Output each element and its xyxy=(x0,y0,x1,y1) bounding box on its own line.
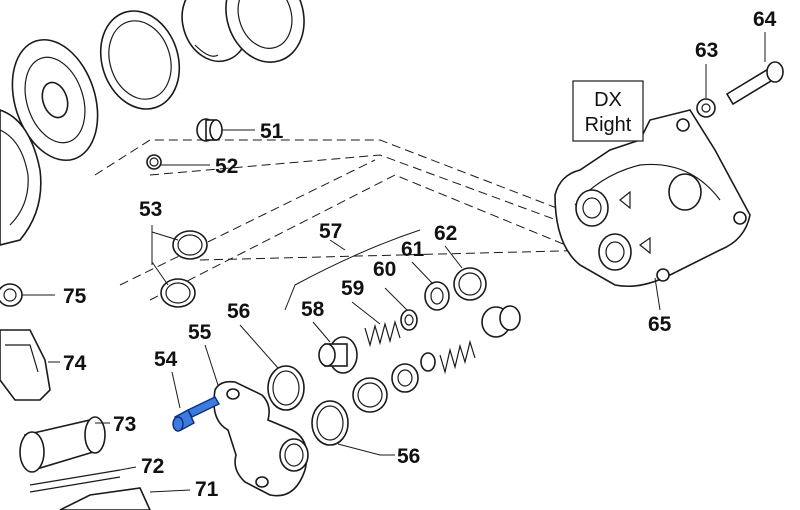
part-52-oring xyxy=(146,154,210,170)
part-54-screw xyxy=(171,371,220,432)
callout-75: 75 xyxy=(63,285,87,308)
part-63-washer xyxy=(696,64,716,118)
part-61-seat xyxy=(411,261,450,311)
callout-63: 63 xyxy=(695,39,718,62)
orientation-line-2: Right xyxy=(585,114,632,136)
part-71 xyxy=(59,487,191,510)
callout-73: 73 xyxy=(113,413,136,436)
callout-62: 62 xyxy=(434,222,457,245)
part-64-bolt xyxy=(725,32,784,106)
callout-74: 74 xyxy=(63,352,87,375)
callout-51: 51 xyxy=(260,120,284,143)
callout-55: 55 xyxy=(188,321,212,344)
callout-53: 53 xyxy=(139,198,162,221)
bearing-assembly xyxy=(11,0,305,162)
callout-labels: 51 52 53 54 55 56 56 57 58 59 60 61 62 6… xyxy=(63,8,777,501)
pump-housing-left xyxy=(0,109,42,246)
callout-65: 65 xyxy=(648,313,672,336)
part-73-cylinder xyxy=(19,416,110,473)
part-72 xyxy=(29,466,137,493)
orientation-box: DX Right xyxy=(572,80,644,142)
valve-stack-lower xyxy=(352,305,521,413)
callout-54: 54 xyxy=(154,348,178,371)
callout-71: 71 xyxy=(195,478,219,501)
assembly-dashed-lines xyxy=(94,139,601,301)
part-53-orings xyxy=(151,225,208,308)
part-75 xyxy=(0,283,55,307)
part-65-pump-head xyxy=(554,109,751,311)
part-56-orings xyxy=(239,324,395,456)
part-74-bracket xyxy=(0,329,60,401)
part-51-plug xyxy=(196,118,255,142)
callout-59: 59 xyxy=(341,277,364,300)
callout-58: 58 xyxy=(301,298,325,321)
part-58-valve xyxy=(312,321,358,374)
callout-72: 72 xyxy=(141,455,164,478)
part-57-tick xyxy=(329,239,346,251)
part-55-cover xyxy=(204,344,309,497)
part-57-leader xyxy=(284,229,421,311)
orientation-line-1: DX xyxy=(594,89,622,111)
callout-64: 64 xyxy=(753,8,777,31)
callout-61: 61 xyxy=(401,238,425,261)
callout-56-lower: 56 xyxy=(397,445,420,468)
callout-52: 52 xyxy=(215,155,238,178)
callout-60: 60 xyxy=(373,258,396,281)
callout-56-upper: 56 xyxy=(227,300,250,323)
part-60-washer xyxy=(384,287,418,331)
part-62-oring xyxy=(444,245,487,301)
part-59-spring xyxy=(351,301,401,348)
callout-57: 57 xyxy=(319,220,342,243)
